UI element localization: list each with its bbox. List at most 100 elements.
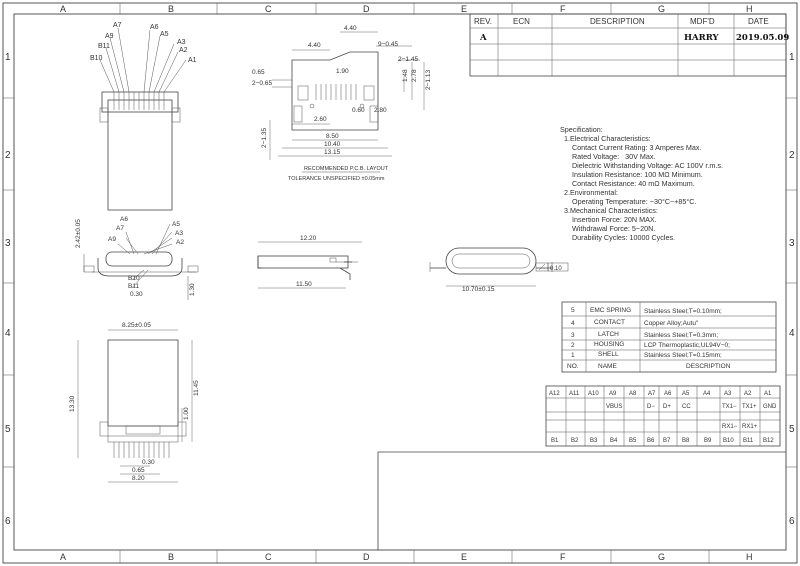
pin-label: A6 — [150, 24, 159, 31]
dim-label: 4.40 — [344, 25, 357, 32]
row-label: 3 — [789, 238, 795, 249]
pin-label: A7 — [116, 225, 124, 232]
pin-label: B10 — [128, 275, 140, 282]
col-label: H — [746, 4, 753, 14]
row-label: 3 — [5, 238, 11, 249]
spec-line: Specification: — [560, 125, 603, 134]
pin-label: B10 — [90, 55, 103, 62]
rev-value: A — [479, 33, 487, 43]
pin-label: A2 — [176, 239, 184, 246]
pin-cell: B12 — [763, 438, 774, 444]
row-label: 2 — [5, 150, 11, 161]
pin-label: A3 — [177, 39, 186, 46]
front-view-drawing: A6 A7 A5 A9 A3 A2 B10 B11 0.30 2.42±0.05… — [75, 216, 199, 300]
dim-label: 0.65 — [252, 69, 265, 76]
dim-label: 11.50 — [296, 281, 312, 288]
col-label: E — [461, 552, 467, 562]
row-label: 2 — [789, 150, 795, 161]
col-label: G — [658, 4, 665, 14]
dim-label: 2−1.13 — [425, 70, 432, 90]
pinout-table: A12 A11 A10 A9 A8 A7 A6 A5 A4 A3 A2 A1 V… — [545, 385, 781, 447]
bom-desc: Copper Alloy;Autu" — [644, 320, 699, 327]
pin-label: A9 — [105, 33, 114, 40]
dim-label: 2−1.35 — [261, 128, 268, 148]
bom-desc: Stainless Steel;T=0.10mm; — [644, 308, 722, 315]
row-label: 6 — [789, 516, 795, 527]
dim-label: 2−0.65 — [252, 80, 272, 87]
bom-desc: Stainless Steel;T=0.15mm; — [644, 352, 722, 359]
dim-label: 2.80 — [374, 107, 387, 114]
spec-line: Durability Cycles: 10000 Cycles. — [560, 233, 675, 242]
bom-name: CONTACT — [594, 319, 625, 326]
col-label: C — [265, 4, 272, 14]
pin-cell: A7 — [648, 391, 656, 397]
col-label: B — [168, 4, 174, 14]
description-header: DESCRIPTION — [590, 17, 645, 26]
dim-label: 2−1.45 — [398, 56, 418, 63]
pin-cell: A2 — [744, 391, 752, 397]
row-label: 6 — [5, 516, 11, 527]
bom-name: HOUSING — [594, 341, 624, 348]
dim-label: 12.20 — [300, 235, 317, 242]
pin-label: A7 — [113, 22, 122, 29]
rev-header: REV. — [474, 17, 492, 26]
dim-label: 2.60 — [314, 116, 327, 123]
col-label: B — [168, 552, 174, 562]
signal-cell: RX1− — [722, 424, 738, 430]
pin-cell: B1 — [551, 438, 559, 444]
dim-label: 1.48 — [402, 69, 409, 82]
pin-cell: A4 — [703, 391, 711, 397]
dim-label: 1.00 — [183, 407, 190, 420]
spec-line: Withdrawal Force: 5~20N. — [560, 224, 655, 233]
spec-line: Contact Current Rating: 3 Amperes Max. — [560, 143, 701, 152]
pin-cell: A11 — [569, 391, 580, 397]
col-label: D — [363, 4, 370, 14]
dim-label: 11.45 — [193, 380, 200, 396]
spec-line: 2.Environmental: — [560, 188, 618, 197]
bom-header-name: NAME — [598, 363, 617, 370]
pin-label: A6 — [120, 216, 128, 223]
top-view-drawing: A7 A6 A9 A5 B11 A3 A2 B10 A1 — [90, 22, 197, 211]
bom-table: 5 EMC SPRING Stainless Steel;T=0.10mm; 4… — [561, 301, 777, 373]
bom-header-desc: DESCRIPTION — [686, 363, 731, 370]
dim-label: 2.78 — [411, 69, 418, 82]
spec-line: 1.Electrical Characteristics: — [560, 134, 651, 143]
bottom-view-drawing: 8.25±0.05 13.30 11.45 1.00 0.30 0.65 8.2… — [69, 322, 200, 483]
dim-label: 4.40 — [308, 42, 321, 49]
flatness-value: 0.10 — [550, 266, 562, 272]
dim-label: 10.40 — [324, 141, 341, 148]
bom-desc: LCP Thermoplastic,UL94V−0; — [644, 342, 730, 349]
dim-label: 0.30 — [142, 459, 155, 466]
dim-label: 0.60 — [352, 107, 365, 114]
pin-cell: B2 — [571, 438, 579, 444]
pin-cell: A1 — [764, 391, 772, 397]
spec-line: 3.Mechanical Characteristics: — [560, 206, 658, 215]
dim-label: 9−0.45 — [378, 41, 398, 48]
pin-cell: A6 — [664, 391, 672, 397]
pin-label: A3 — [175, 230, 183, 237]
pin-cell: A3 — [724, 391, 732, 397]
inner-frame — [13, 13, 787, 551]
pin-label: A9 — [108, 236, 116, 243]
dim-label: 8.20 — [132, 475, 145, 482]
dim-label: 0.65 — [132, 467, 145, 474]
bom-no: 5 — [571, 307, 575, 314]
pin-label: B11 — [128, 283, 139, 290]
end-view-drawing: 10.70±0.15 0.10 — [429, 247, 569, 293]
dim-label: 8.25±0.05 — [122, 322, 151, 329]
side-view-drawing: 12.20 11.50 — [257, 235, 362, 289]
pin-cell: A12 — [549, 391, 560, 397]
pin-cell: B6 — [647, 438, 655, 444]
dim-label: 10.70±0.15 — [462, 286, 495, 293]
col-label: E — [461, 4, 467, 14]
mdfd-header: MDF'D — [690, 17, 715, 26]
bom-no: 1 — [571, 352, 575, 359]
spec-line: Contact Resistance: 40 mΩ Maximum. — [560, 179, 695, 188]
revision-table: REV. ECN DESCRIPTION MDF'D DATE A HARRY … — [469, 13, 789, 77]
bom-name: SHELL — [598, 351, 619, 358]
pin-label: A5 — [172, 221, 180, 228]
signal-cell: D− — [647, 404, 655, 410]
row-label: 4 — [5, 328, 11, 339]
pin-cell: B8 — [682, 438, 690, 444]
